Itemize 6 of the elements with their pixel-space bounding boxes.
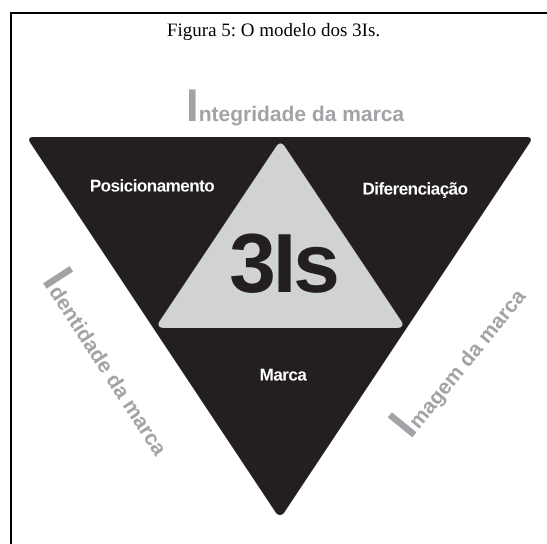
segment-label: Marca — [260, 366, 306, 384]
segment-label: Posicionamento — [90, 178, 214, 194]
segment-label: Diferenciação — [362, 180, 468, 198]
side-label: Integridade da marca — [186, 82, 404, 128]
figure-title: Figura 5: O modelo dos 3Is. — [166, 20, 380, 41]
center-label: 3Is — [229, 221, 337, 305]
